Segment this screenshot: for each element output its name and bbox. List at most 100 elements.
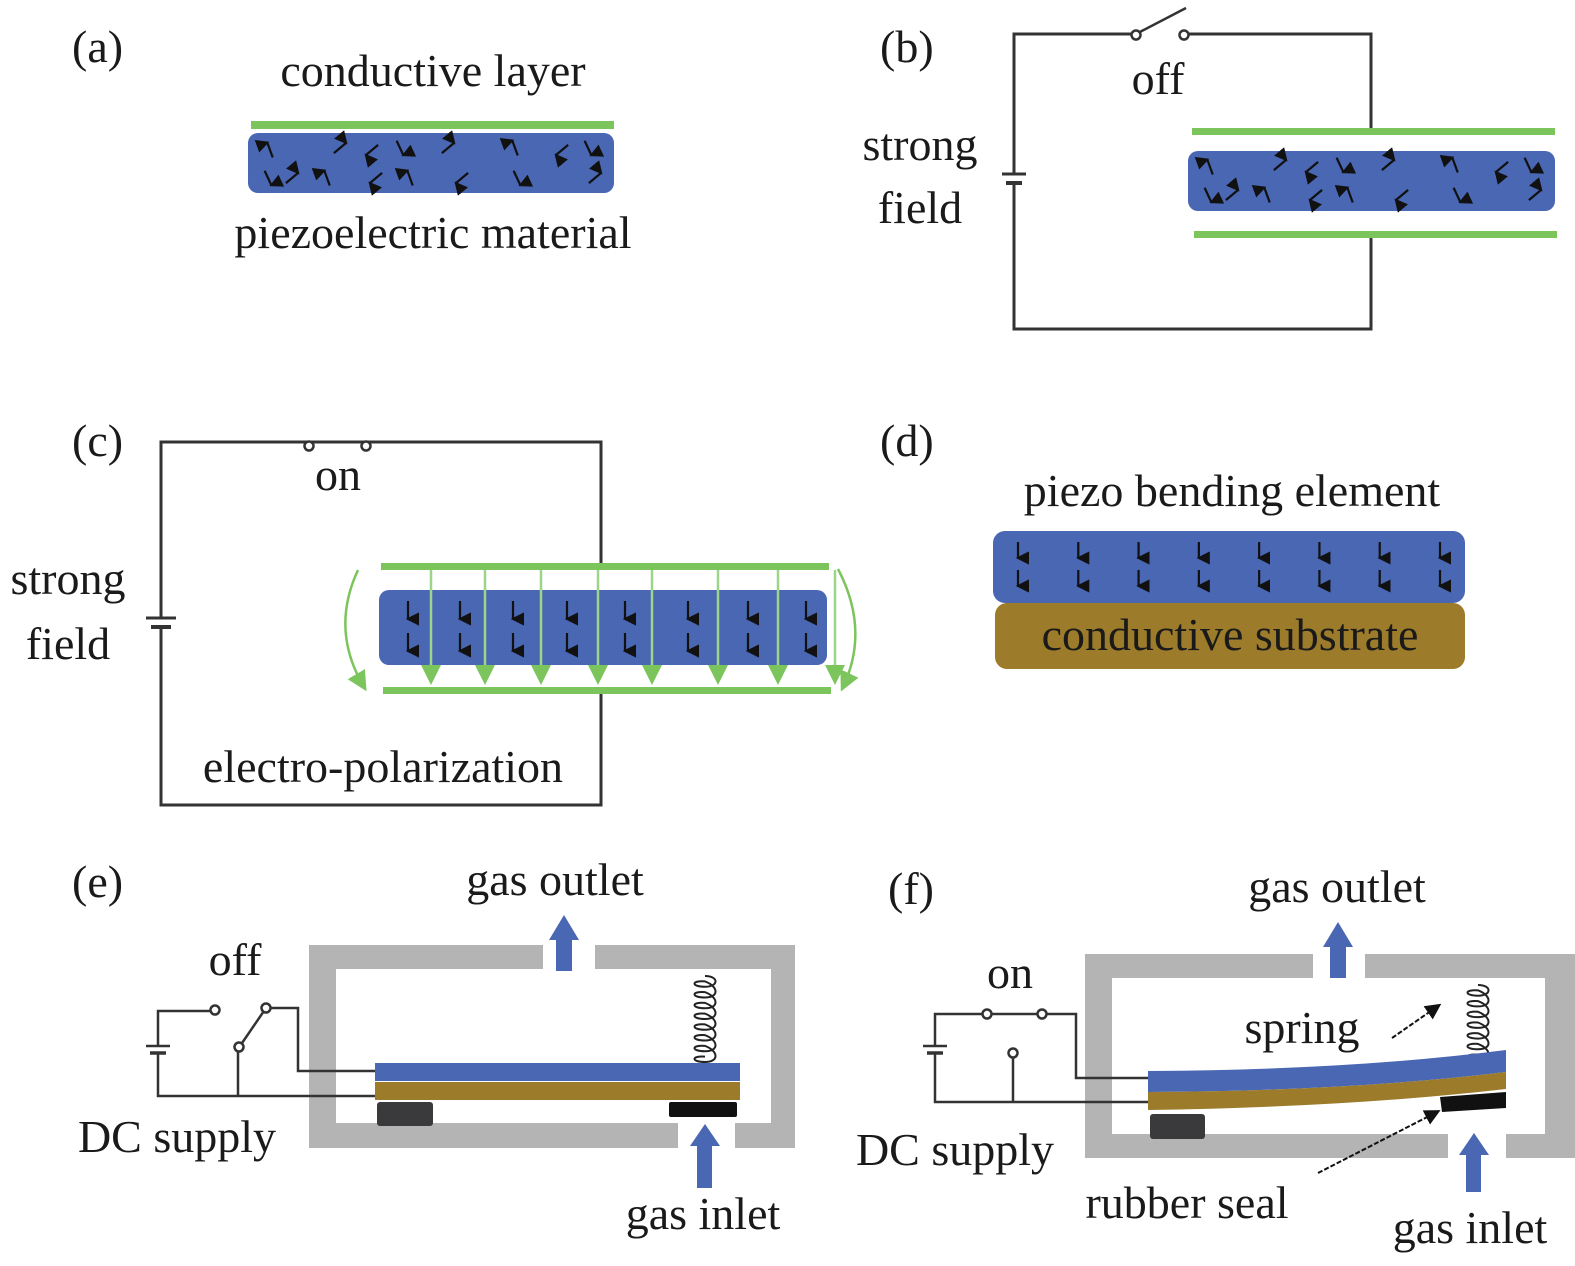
gas-inlet-label: gas inlet <box>626 1188 781 1239</box>
electro-polarization-label: electro-polarization <box>203 741 563 792</box>
switch-lever-open <box>1135 6 1187 36</box>
conductive-layer <box>251 121 614 129</box>
spring-pointer-arrow <box>1391 1003 1442 1039</box>
dipole-arrow <box>263 170 285 187</box>
spring <box>693 975 717 1064</box>
gas-inlet-label: gas inlet <box>1393 1202 1548 1253</box>
battery-icon <box>146 1044 170 1055</box>
gas-outlet-label: gas outlet <box>466 854 644 905</box>
dipole-arrow <box>1335 157 1357 174</box>
dipole-arrow <box>1381 147 1396 171</box>
piezo-layer <box>375 1063 740 1081</box>
random-dipoles <box>1194 147 1545 213</box>
aligned-dipoles <box>405 601 817 658</box>
gas-outlet-arrow <box>549 915 579 971</box>
dipole-arrow <box>1203 187 1225 204</box>
strong-field-label-1: strong <box>863 119 978 170</box>
circuit-wire <box>156 1052 375 1098</box>
aligned-dipoles <box>1015 542 1451 593</box>
switch-terminal <box>303 440 315 452</box>
switch-terminal <box>209 1004 221 1016</box>
dipole-arrow <box>1394 189 1409 213</box>
valve-housing <box>309 945 795 1148</box>
dipole-arrow <box>333 130 348 154</box>
battery-icon <box>146 616 176 629</box>
rubber-seal <box>669 1102 737 1117</box>
dipole-arrow <box>1304 161 1319 185</box>
panel-c: (c) on strong field electro-polarization <box>11 415 859 807</box>
dipole-arrow <box>254 140 274 158</box>
spring <box>1466 984 1490 1062</box>
gas-inlet-arrow <box>1459 1133 1489 1192</box>
dipole-arrow <box>285 160 300 184</box>
piezoelectric-material-block <box>248 133 614 193</box>
panel-e-tag: (e) <box>72 856 123 907</box>
field-lines <box>421 570 845 685</box>
polarized-material-block <box>379 590 827 665</box>
panel-e: (e) gas outlet gas inlet <box>72 854 795 1239</box>
spring-coil <box>1466 984 1490 1062</box>
conductive-substrate-bent <box>1148 1072 1506 1110</box>
circuit-wire <box>367 440 603 566</box>
dipole-arrow <box>1273 147 1288 171</box>
dipole-arrow <box>364 144 379 168</box>
panel-b-tag: (b) <box>880 21 934 72</box>
gas-outlet-label: gas outlet <box>1248 861 1426 912</box>
dipole-arrow <box>394 168 414 186</box>
bottom-electrode <box>1194 231 1557 238</box>
circuit-wire <box>1012 32 1133 174</box>
rubber-seal-pointer-arrow <box>1317 1110 1441 1174</box>
piezo-bending-element-label: piezo bending element <box>1024 465 1441 516</box>
panel-a-tag: (a) <box>72 21 123 72</box>
dipole-arrow <box>368 172 383 196</box>
spring-coil <box>693 975 717 1064</box>
circuit-wire <box>933 1012 985 1045</box>
dipole-arrow <box>454 172 469 196</box>
conductive-substrate-label: conductive substrate <box>1042 609 1419 660</box>
panel-f: (f) gas outlet gas inlet spring rubber s… <box>856 861 1575 1253</box>
fringe-field-arrow-left <box>344 569 367 692</box>
panel-b: (b) off strong field <box>863 6 1557 331</box>
conductive-substrate <box>375 1082 740 1100</box>
circuit-wire <box>159 440 307 617</box>
circuit-wire <box>159 627 603 807</box>
dipole-arrow <box>1334 185 1354 203</box>
switch-terminal <box>981 1008 993 1020</box>
dipole-arrow <box>1439 155 1459 173</box>
strong-field-label-1: strong <box>11 553 126 604</box>
dipole-arrow <box>1494 161 1509 185</box>
circuit-wire <box>1012 184 1373 331</box>
switch-terminal <box>1178 29 1190 41</box>
dc-supply-label: DC supply <box>78 1111 276 1162</box>
strong-field-label-2: field <box>26 618 110 669</box>
valve-housing <box>1085 954 1575 1158</box>
dipole-arrow <box>1528 177 1543 201</box>
dipole-arrow <box>1452 187 1474 204</box>
dipole-arrow <box>512 170 534 187</box>
panel-c-tag: (c) <box>72 415 123 466</box>
dipole-arrow <box>499 138 519 156</box>
support-block <box>1150 1114 1205 1139</box>
dipole-arrow <box>1225 177 1240 201</box>
dipole-arrow <box>583 140 605 157</box>
switch-terminal <box>233 1041 245 1053</box>
switch-off-label: off <box>209 934 262 985</box>
switch-terminal <box>360 440 372 452</box>
dipole-arrow <box>441 130 456 154</box>
dipole-arrow <box>1523 157 1545 174</box>
piezo-layer <box>993 531 1465 603</box>
circuit-wire <box>156 1009 211 1045</box>
switch-terminal <box>1130 29 1142 41</box>
panel-a: (a) conductive layer piezoelectric mater… <box>72 21 632 258</box>
top-electrode <box>381 563 829 570</box>
panel-d-tag: (d) <box>880 415 934 466</box>
circuit-wire <box>1185 32 1373 130</box>
dipole-arrow <box>311 168 331 186</box>
panel-f-tag: (f) <box>888 863 934 914</box>
dipole-arrow <box>554 144 569 168</box>
rubber-seal-label: rubber seal <box>1085 1177 1288 1228</box>
switch-off-label: off <box>1132 53 1185 104</box>
top-electrode <box>1192 128 1555 135</box>
conductive-substrate <box>995 603 1465 669</box>
